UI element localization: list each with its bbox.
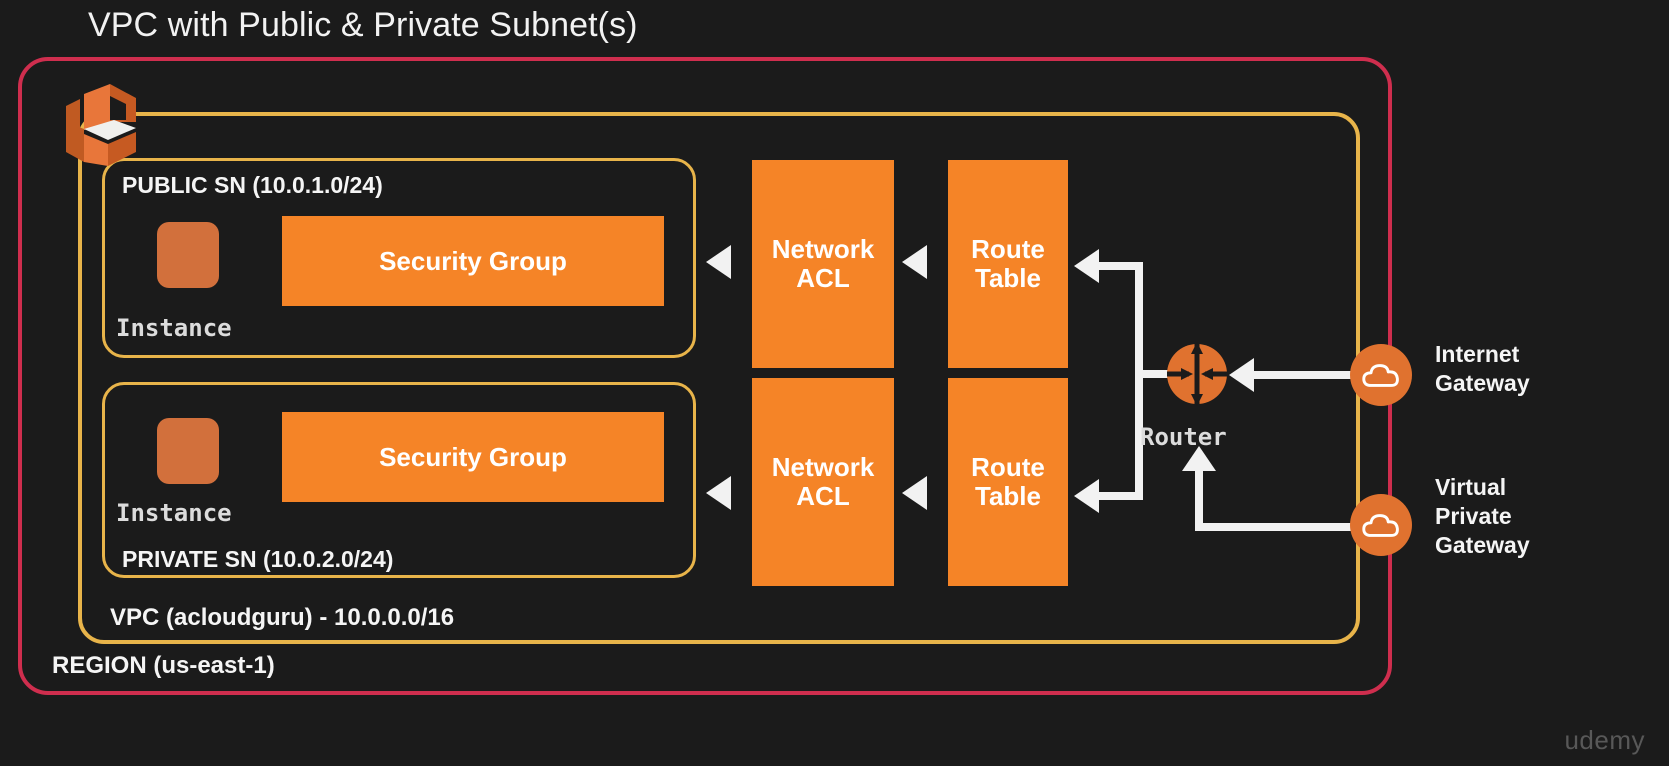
network-acl-public-box: Network ACL: [752, 160, 894, 368]
network-acl-label-line1: Network: [771, 451, 875, 482]
internet-gateway-cloud-icon: [1350, 344, 1412, 406]
arrow-left-icon: [1074, 249, 1099, 283]
internet-gateway-label-line1: Internet: [1435, 341, 1520, 367]
security-group-label: Security Group: [379, 441, 567, 472]
virtual-private-gateway-label-line2: Private: [1435, 502, 1512, 529]
network-acl-label-line1: Network: [771, 233, 875, 264]
router-to-public-route-table-wire: [1096, 262, 1143, 270]
arrow-left-icon: [1074, 479, 1099, 513]
virtual-private-gateway-label-line1: Virtual: [1435, 474, 1507, 500]
network-acl-private-box: Network ACL: [752, 378, 894, 586]
diagram-title: VPC with Public & Private Subnet(s): [88, 6, 638, 44]
virtual-private-gateway-wire-horizontal: [1195, 523, 1360, 531]
bus-to-router-wire: [1135, 370, 1175, 378]
virtual-private-gateway-label-line3: Gateway: [1435, 531, 1530, 558]
security-group-private: Security Group: [282, 412, 664, 502]
security-group-label: Security Group: [379, 245, 567, 276]
virtual-private-gateway-cloud-icon: [1350, 494, 1412, 556]
private-subnet-label: PRIVATE SN (10.0.2.0/24): [122, 546, 394, 572]
public-subnet-label: PUBLIC SN (10.0.1.0/24): [122, 172, 383, 198]
public-subnet-boundary: [102, 158, 696, 358]
router-bus-wire: [1135, 262, 1143, 500]
arrow-left-icon: [706, 245, 731, 279]
arrow-left-icon: [1229, 358, 1254, 392]
route-table-label-line1: Route: [971, 233, 1045, 264]
virtual-private-gateway-label: Virtual Private Gateway: [1435, 473, 1530, 560]
network-acl-label-line2: ACL: [796, 481, 850, 511]
instance-label: Instance: [116, 314, 232, 342]
route-table-public-box: Route Table: [948, 160, 1068, 368]
vpc-label: VPC (acloudguru) - 10.0.0.0/16: [110, 604, 455, 631]
network-acl-label-line2: ACL: [796, 263, 850, 293]
virtual-private-gateway-wire-vertical: [1195, 468, 1203, 528]
udemy-watermark: udemy: [1564, 725, 1645, 755]
route-table-private-box: Route Table: [948, 378, 1068, 586]
arrow-left-icon: [902, 245, 927, 279]
aws-vpc-cube-icon: [58, 82, 144, 168]
private-subnet-boundary: [102, 382, 696, 578]
internet-gateway-label: Internet Gateway: [1435, 340, 1530, 398]
route-table-label-line2: Table: [975, 481, 1041, 511]
internet-gateway-wire: [1252, 371, 1360, 379]
router-to-private-route-table-wire: [1096, 492, 1143, 500]
internet-gateway-label-line2: Gateway: [1435, 369, 1530, 396]
region-label: REGION (us-east-1): [52, 652, 275, 679]
arrow-left-icon: [706, 476, 731, 510]
instance-label: Instance: [116, 499, 232, 527]
arrow-up-icon: [1182, 446, 1216, 471]
route-table-label-line2: Table: [975, 263, 1041, 293]
security-group-public: Security Group: [282, 216, 664, 306]
instance-icon: [157, 222, 219, 288]
router-icon: [1163, 340, 1231, 408]
instance-icon: [157, 418, 219, 484]
route-table-label-line1: Route: [971, 451, 1045, 482]
arrow-left-icon: [902, 476, 927, 510]
